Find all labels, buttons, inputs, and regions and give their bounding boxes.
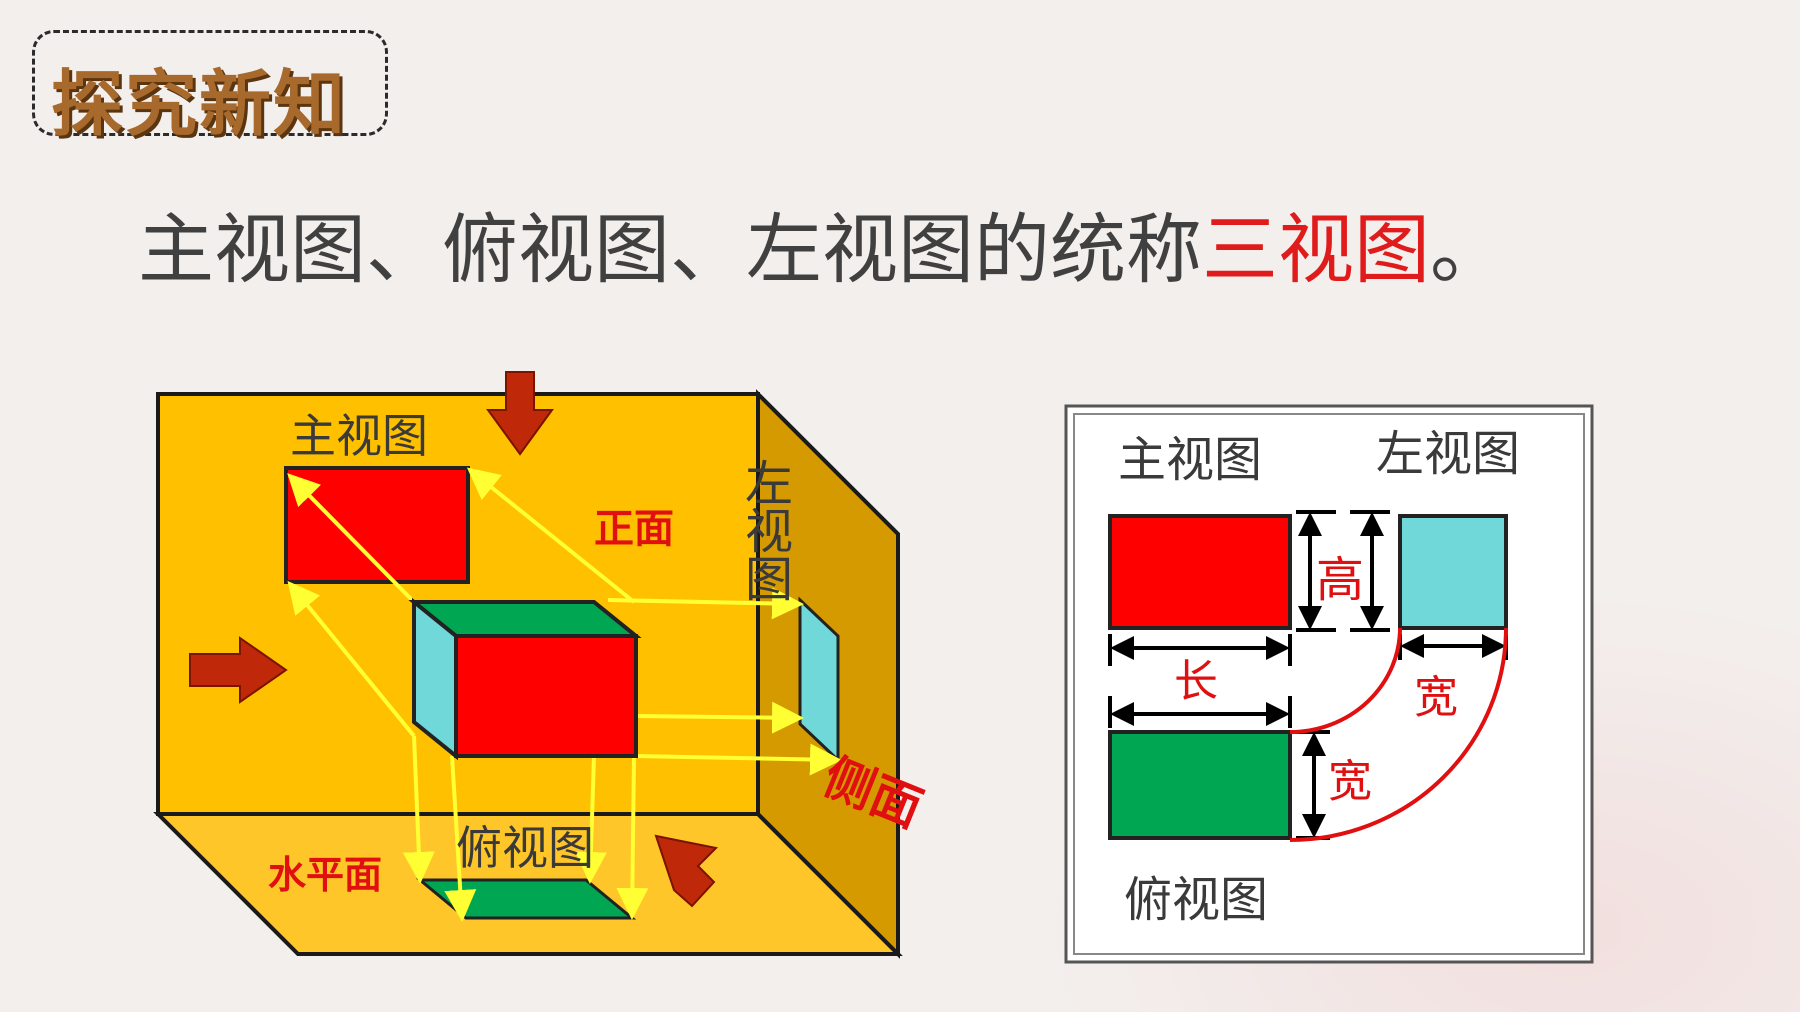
length-label: 长 bbox=[1174, 656, 1218, 707]
layout-left-view-label: 左视图 bbox=[1376, 426, 1520, 482]
width-label-top: 宽 bbox=[1414, 672, 1458, 723]
section-badge: 探究新知 bbox=[32, 30, 388, 146]
headline: 主视图、俯视图、左视图的统称三视图。 bbox=[138, 188, 1506, 298]
layout-front-view-label: 主视图 bbox=[1118, 432, 1262, 488]
horizontal-plane-label: 水平面 bbox=[268, 853, 382, 897]
projection-lines bbox=[287, 467, 842, 922]
height-label: 高 bbox=[1316, 552, 1364, 608]
projection-box: 主视图 俯视图 正面 水平面 左视图 侧面 bbox=[153, 371, 930, 959]
layout-left-view bbox=[1398, 514, 1508, 630]
cuboid-3d bbox=[408, 597, 642, 761]
headline-prefix: 主视图、俯视图、左视图的统称 bbox=[138, 205, 1202, 294]
left-top-view-label: 俯视图 bbox=[456, 821, 594, 875]
arrow-from-top bbox=[486, 371, 554, 456]
front-plane-label: 正面 bbox=[594, 506, 674, 552]
headline-suffix: 。 bbox=[1430, 205, 1506, 294]
arrow-from-front bbox=[189, 636, 288, 704]
layout-front-view bbox=[1108, 514, 1292, 630]
height-dimension bbox=[1296, 510, 1390, 632]
layout-top-view bbox=[1108, 730, 1292, 840]
length-dimension bbox=[1108, 634, 1292, 728]
width-transfer-arcs bbox=[1289, 627, 1508, 842]
headline-highlight: 三视图 bbox=[1202, 205, 1430, 294]
badge-label: 探究新知 bbox=[51, 62, 348, 146]
arrow-from-side bbox=[654, 834, 719, 908]
three-view-layout: 主视图 左视图 俯视图 高 长 宽 宽 bbox=[1064, 404, 1594, 964]
layout-top-view-label: 俯视图 bbox=[1124, 872, 1268, 928]
width-label-bottom: 宽 bbox=[1328, 756, 1372, 807]
left-front-view-label: 主视图 bbox=[290, 409, 428, 463]
left-side-view-label: 左视图 bbox=[736, 458, 792, 602]
